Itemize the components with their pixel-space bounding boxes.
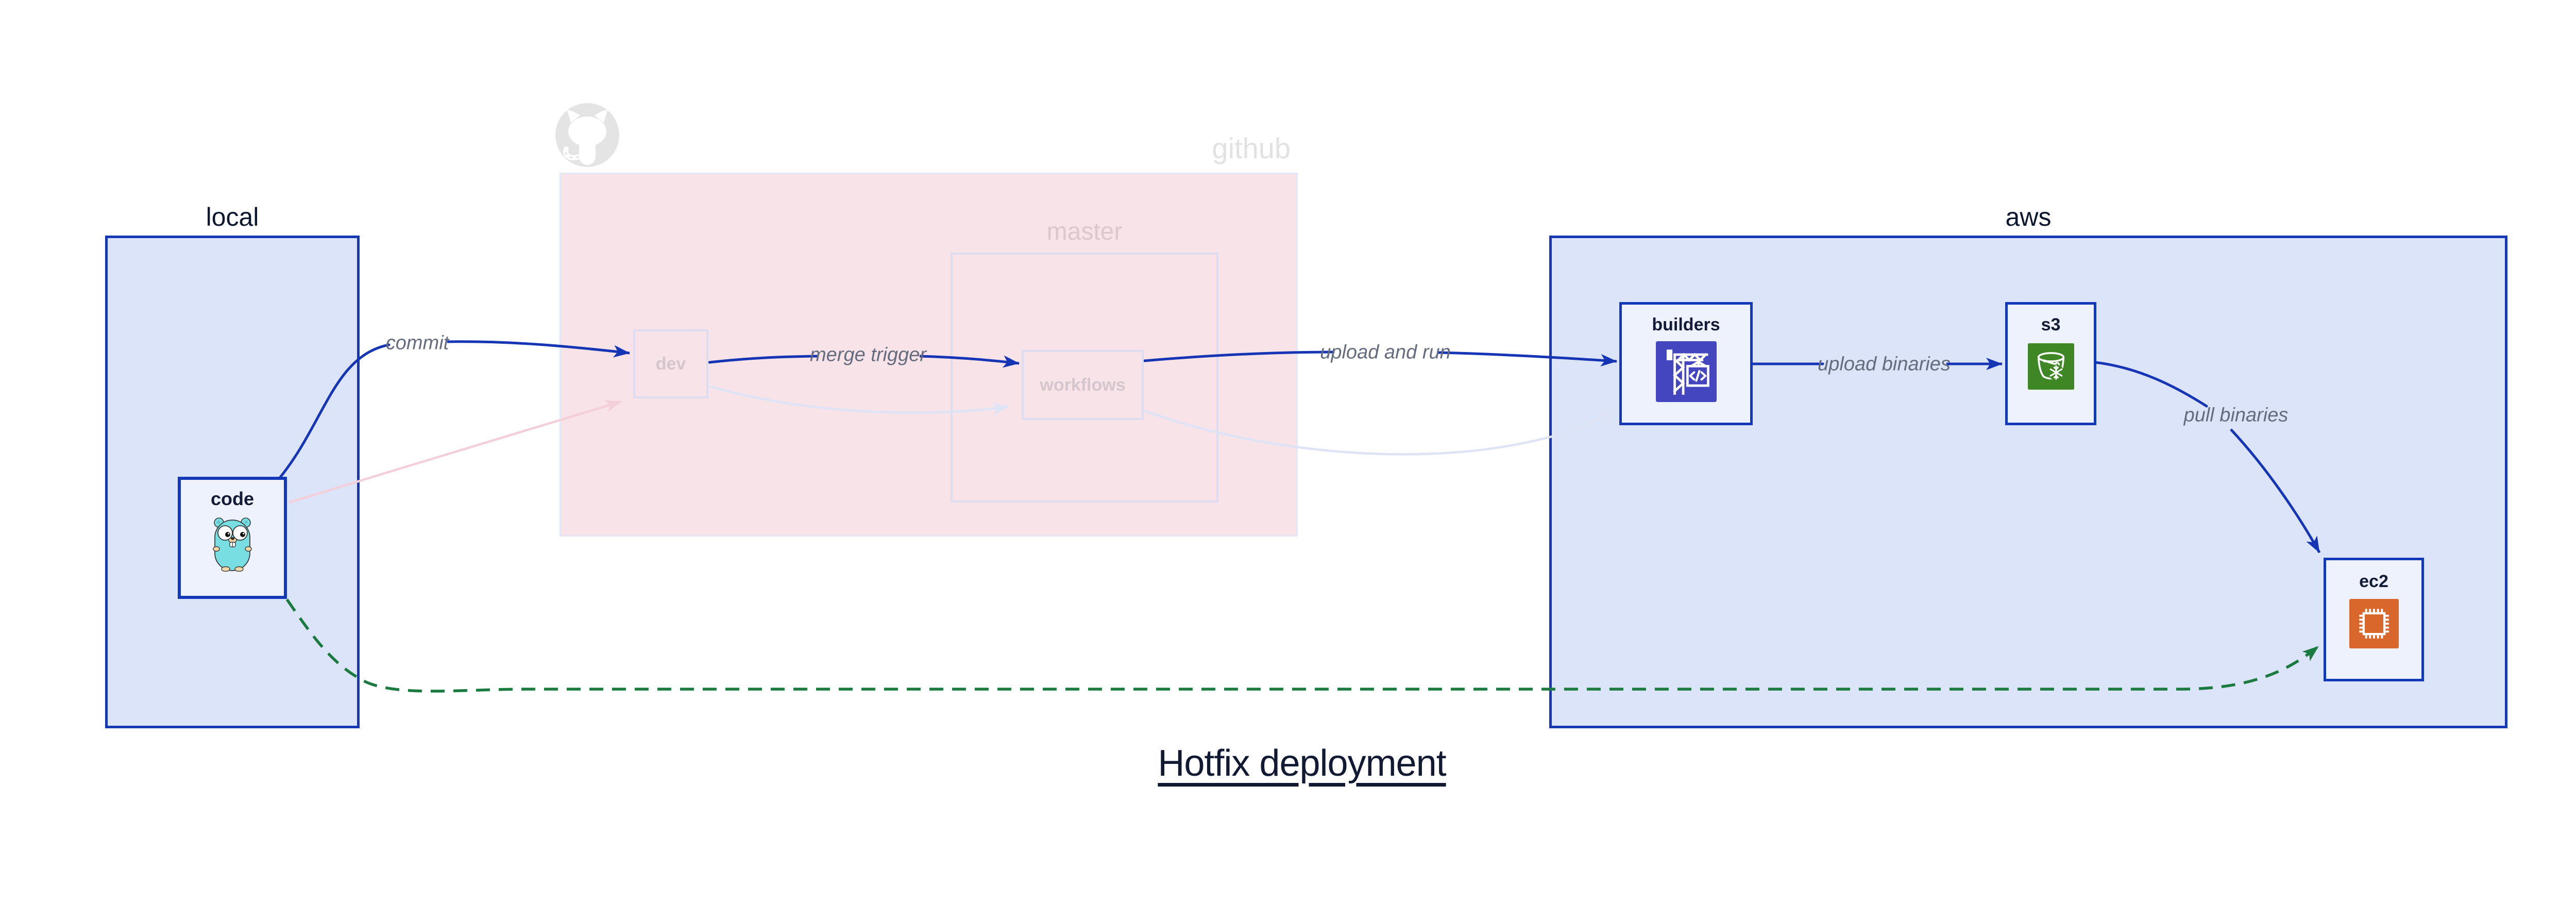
dev-node-label: dev xyxy=(655,354,686,374)
group-github-label: github xyxy=(1212,132,1291,164)
code-node-label: code xyxy=(210,488,255,509)
group-master-box xyxy=(951,253,1218,503)
node-code: code xyxy=(178,477,287,599)
builders-node-label: builders xyxy=(1652,315,1720,335)
s3-bucket-snowflake-icon xyxy=(2027,343,2074,390)
group-master-label: master xyxy=(1046,218,1123,245)
node-dev: dev xyxy=(633,329,708,398)
ec2-node-label: ec2 xyxy=(2359,572,2388,591)
upload-binaries-edge-label: upload binaries xyxy=(1818,353,1951,375)
group-local-label: local xyxy=(206,203,259,231)
diagram-title: Hotfix deployment xyxy=(1158,743,1446,784)
github-octocat-icon xyxy=(555,103,619,167)
node-workflows: workflows xyxy=(1022,350,1144,420)
upload-and-run-edge-label: upload and run xyxy=(1320,341,1451,363)
commit-edge-label: commit xyxy=(385,332,449,354)
node-s3: s3 xyxy=(2005,302,2096,425)
node-ec2: ec2 xyxy=(2324,558,2424,681)
go-gopher-icon xyxy=(212,516,253,572)
pull-binaries-edge-label: pull binaries xyxy=(2183,404,2289,426)
codebuild-crane-icon xyxy=(1655,341,1717,402)
workflows-node-label: workflows xyxy=(1040,375,1126,395)
merge-trigger-edge-label: merge trigger xyxy=(810,344,926,366)
s3-node-label: s3 xyxy=(2041,315,2061,335)
ec2-chip-icon xyxy=(2349,599,2399,648)
node-builders: builders xyxy=(1619,302,1753,425)
group-aws-label: aws xyxy=(2005,203,2052,231)
